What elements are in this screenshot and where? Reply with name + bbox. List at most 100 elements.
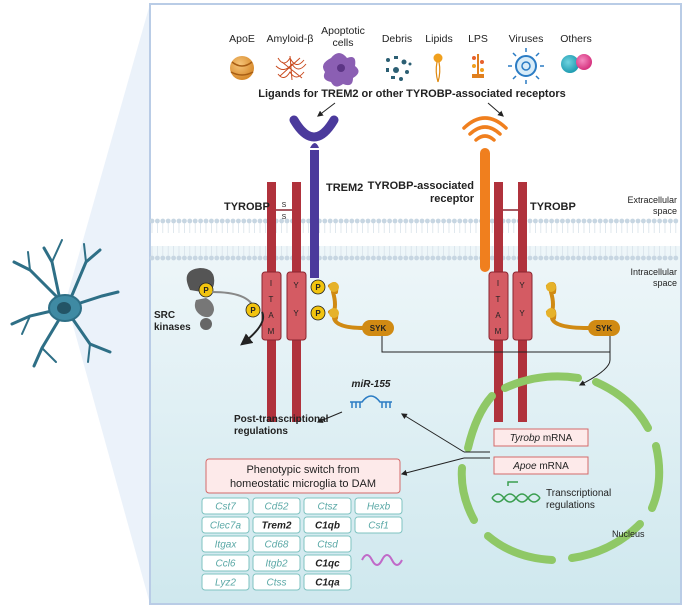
others-icon (561, 54, 592, 73)
arrow-to-assoc-receptor (487, 102, 504, 117)
gene-box (252, 554, 301, 572)
assoc-receptor-label-1: TYROBP-associated (368, 180, 474, 192)
right-receptor-complex: TYROBP-associated receptor TYROBP I T A … (368, 116, 620, 422)
tyrobp-right-label: TYROBP (530, 201, 576, 213)
ligand-label-viruses: Viruses (509, 33, 544, 45)
phenotype-box (205, 458, 401, 494)
arrow-to-trem2 (317, 102, 336, 117)
itam-box-left (261, 271, 282, 341)
branch-connector (464, 451, 490, 459)
transcriptional-label-2: regulations (546, 500, 595, 511)
itam-r-3: A (495, 311, 501, 320)
arrow-to-phenotype (400, 457, 465, 476)
gene-label: Itgb2 (265, 559, 288, 570)
gene-label: Ctsd (317, 540, 338, 551)
amyloid-beta-icon (275, 55, 307, 81)
tyrobp-mrna-text: Tyrobp mRNA (510, 433, 573, 444)
syk-connector (381, 336, 611, 353)
post-label-1: Post-transcriptional (234, 414, 329, 425)
ligand-icons (230, 48, 592, 87)
syk-right (588, 320, 620, 336)
gene-box (303, 573, 352, 591)
post-label-2: regulations (234, 426, 288, 437)
gene-box (201, 516, 250, 534)
wave-decoration (361, 554, 403, 566)
trem2-head (289, 115, 339, 142)
ligand-label-apoe: ApoE (229, 33, 255, 45)
apoe-mrna-box (493, 456, 589, 475)
arrow-to-posttranscriptional (316, 411, 343, 423)
assoc-receptor-waves (462, 116, 508, 142)
itam-r-4: M (495, 327, 502, 336)
ligands-caption: Ligands for TREM2 or other TYROBP-associ… (258, 88, 565, 100)
assoc-receptor-stalk (480, 148, 490, 272)
gene-box (252, 573, 301, 591)
src-label-1: SRC (154, 310, 175, 321)
left-receptor-complex: S S I T A M Y Y TREM2 TYROBP P P SYK (224, 115, 394, 422)
gene-label: Lyz2 (215, 578, 236, 589)
itam-l-2: T (269, 295, 274, 304)
arrow-to-nucleus (578, 352, 611, 386)
gene-label: Trem2 (262, 521, 292, 532)
disulfide-label-left: S (282, 202, 287, 209)
arrow-to-mir155 (400, 413, 465, 453)
microglia-cell-icon (10, 239, 120, 368)
gene-box (252, 516, 301, 534)
p-left-2: P (315, 309, 321, 318)
ligand-label-debris: Debris (382, 33, 412, 45)
mir155-label: miR-155 (352, 379, 391, 390)
dna-helix-icon (491, 481, 541, 503)
gene-label: C1qa (315, 578, 340, 589)
extracellular-label-1: Extracellular (627, 195, 677, 205)
ligand-label-others: Others (560, 33, 592, 45)
ligand-label-amyloid: Amyloid-β (267, 33, 314, 45)
gene-label: Ctsz (318, 502, 338, 513)
itam-l-1: I (270, 279, 272, 288)
disulfide-label-left-2: S (282, 214, 287, 221)
gene-label: Hexb (367, 502, 391, 513)
src-label-2: kinases (154, 322, 191, 333)
extracellular-label-2: space (653, 206, 677, 216)
apoptotic-cell-icon (323, 53, 359, 87)
apoe-icon (230, 56, 254, 80)
y-box-right (512, 271, 533, 341)
syk-left-label: SYK (370, 324, 387, 333)
ligand-label-apoptotic-2: cells (332, 37, 353, 49)
lipids-icon (433, 53, 443, 83)
transcriptional-label-1: Transcriptional (546, 488, 611, 499)
intracellular-label-2: space (653, 278, 677, 288)
gene-label: Ctss (267, 578, 287, 589)
y-l-1: Y (293, 281, 299, 290)
itam-r-2: T (496, 295, 501, 304)
gene-label: Cd68 (265, 540, 289, 551)
zoom-cone (66, 4, 150, 604)
ligand-label-lps: LPS (468, 33, 488, 45)
p-left-1: P (315, 283, 321, 292)
syk-left (362, 320, 394, 336)
assoc-receptor-label-2: receptor (430, 193, 475, 205)
itam-r-1: I (497, 279, 499, 288)
tyrobp-mrna-box (493, 428, 589, 447)
gene-box (303, 516, 352, 534)
gene-box (201, 554, 250, 572)
src-kinases: P P SRC kinases (154, 268, 264, 346)
gene-label: Ccl6 (215, 559, 235, 570)
gene-box (252, 497, 301, 515)
phenotype-line-2: homeostatic microglia to DAM (230, 478, 376, 490)
gene-box (303, 554, 352, 572)
debris-icon (386, 56, 412, 81)
gene-box (201, 535, 250, 553)
phenotype-line-1: Phenotypic switch from (246, 464, 359, 476)
gene-box (201, 573, 250, 591)
itam-l-4: M (268, 327, 275, 336)
gene-box (354, 497, 403, 515)
gene-box (201, 497, 250, 515)
p-src: P (203, 286, 209, 295)
lps-icon (472, 54, 484, 78)
y-r-1: Y (519, 281, 525, 290)
gene-label: Itgax (215, 540, 238, 551)
itam-l-3: A (268, 311, 274, 320)
p-src-2: P (250, 306, 256, 315)
